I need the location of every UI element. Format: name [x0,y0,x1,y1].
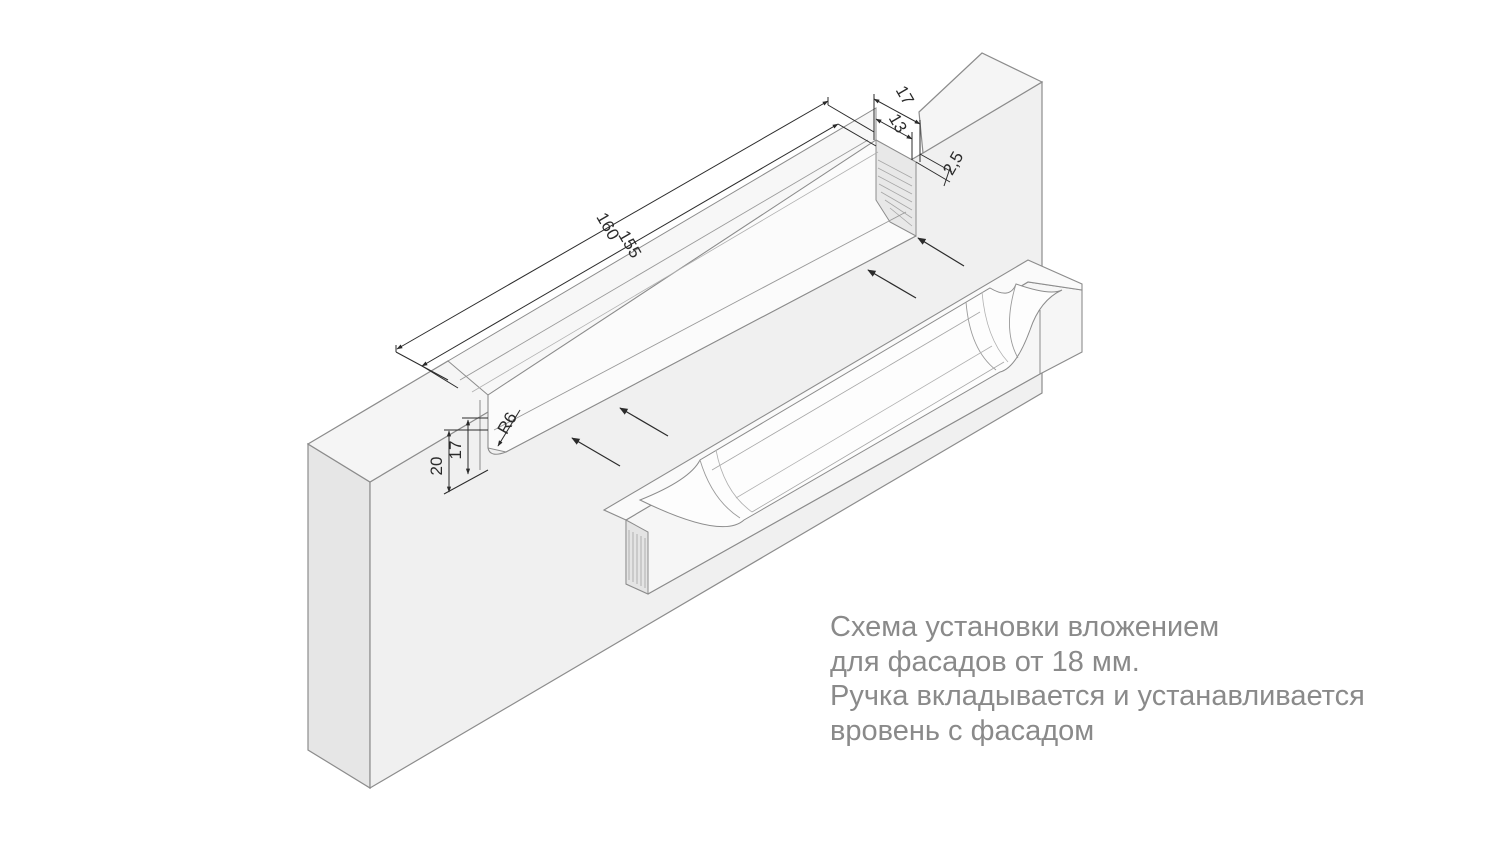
arrow-3 [619,407,669,437]
arrow-4 [571,437,621,467]
caption-line-3: Ручка вкладывается и устанавливается [830,680,1365,712]
arrow-2 [867,269,917,299]
groove-end-hatch [877,159,913,227]
dim-line-r6 [497,409,521,447]
handle-profile [602,259,1083,595]
caption-line-1: Схема установки вложением [830,611,1220,643]
label-13-width: 13 [885,110,911,136]
panel-top-edge-right [918,52,1044,155]
dimensions [395,94,953,495]
arrow-1 [917,237,965,267]
label-20-depth: 20 [427,457,446,476]
dim-line-13-width [875,118,913,140]
caption-line-2: для фасадов от 18 мм. [830,645,1140,678]
panel-front-face [307,442,371,790]
caption-line-4: вровень с фасадом [830,714,1095,747]
dim-line-155 [421,123,839,367]
handle-end-hatch [628,530,646,588]
dim-line-2-5 [943,167,951,187]
label-17-depth: 17 [446,441,465,460]
installation-caption: Схема установки вложением для фасадов от… [830,610,1470,748]
label-17-width: 17 [892,82,918,108]
insertion-arrows [571,237,965,467]
